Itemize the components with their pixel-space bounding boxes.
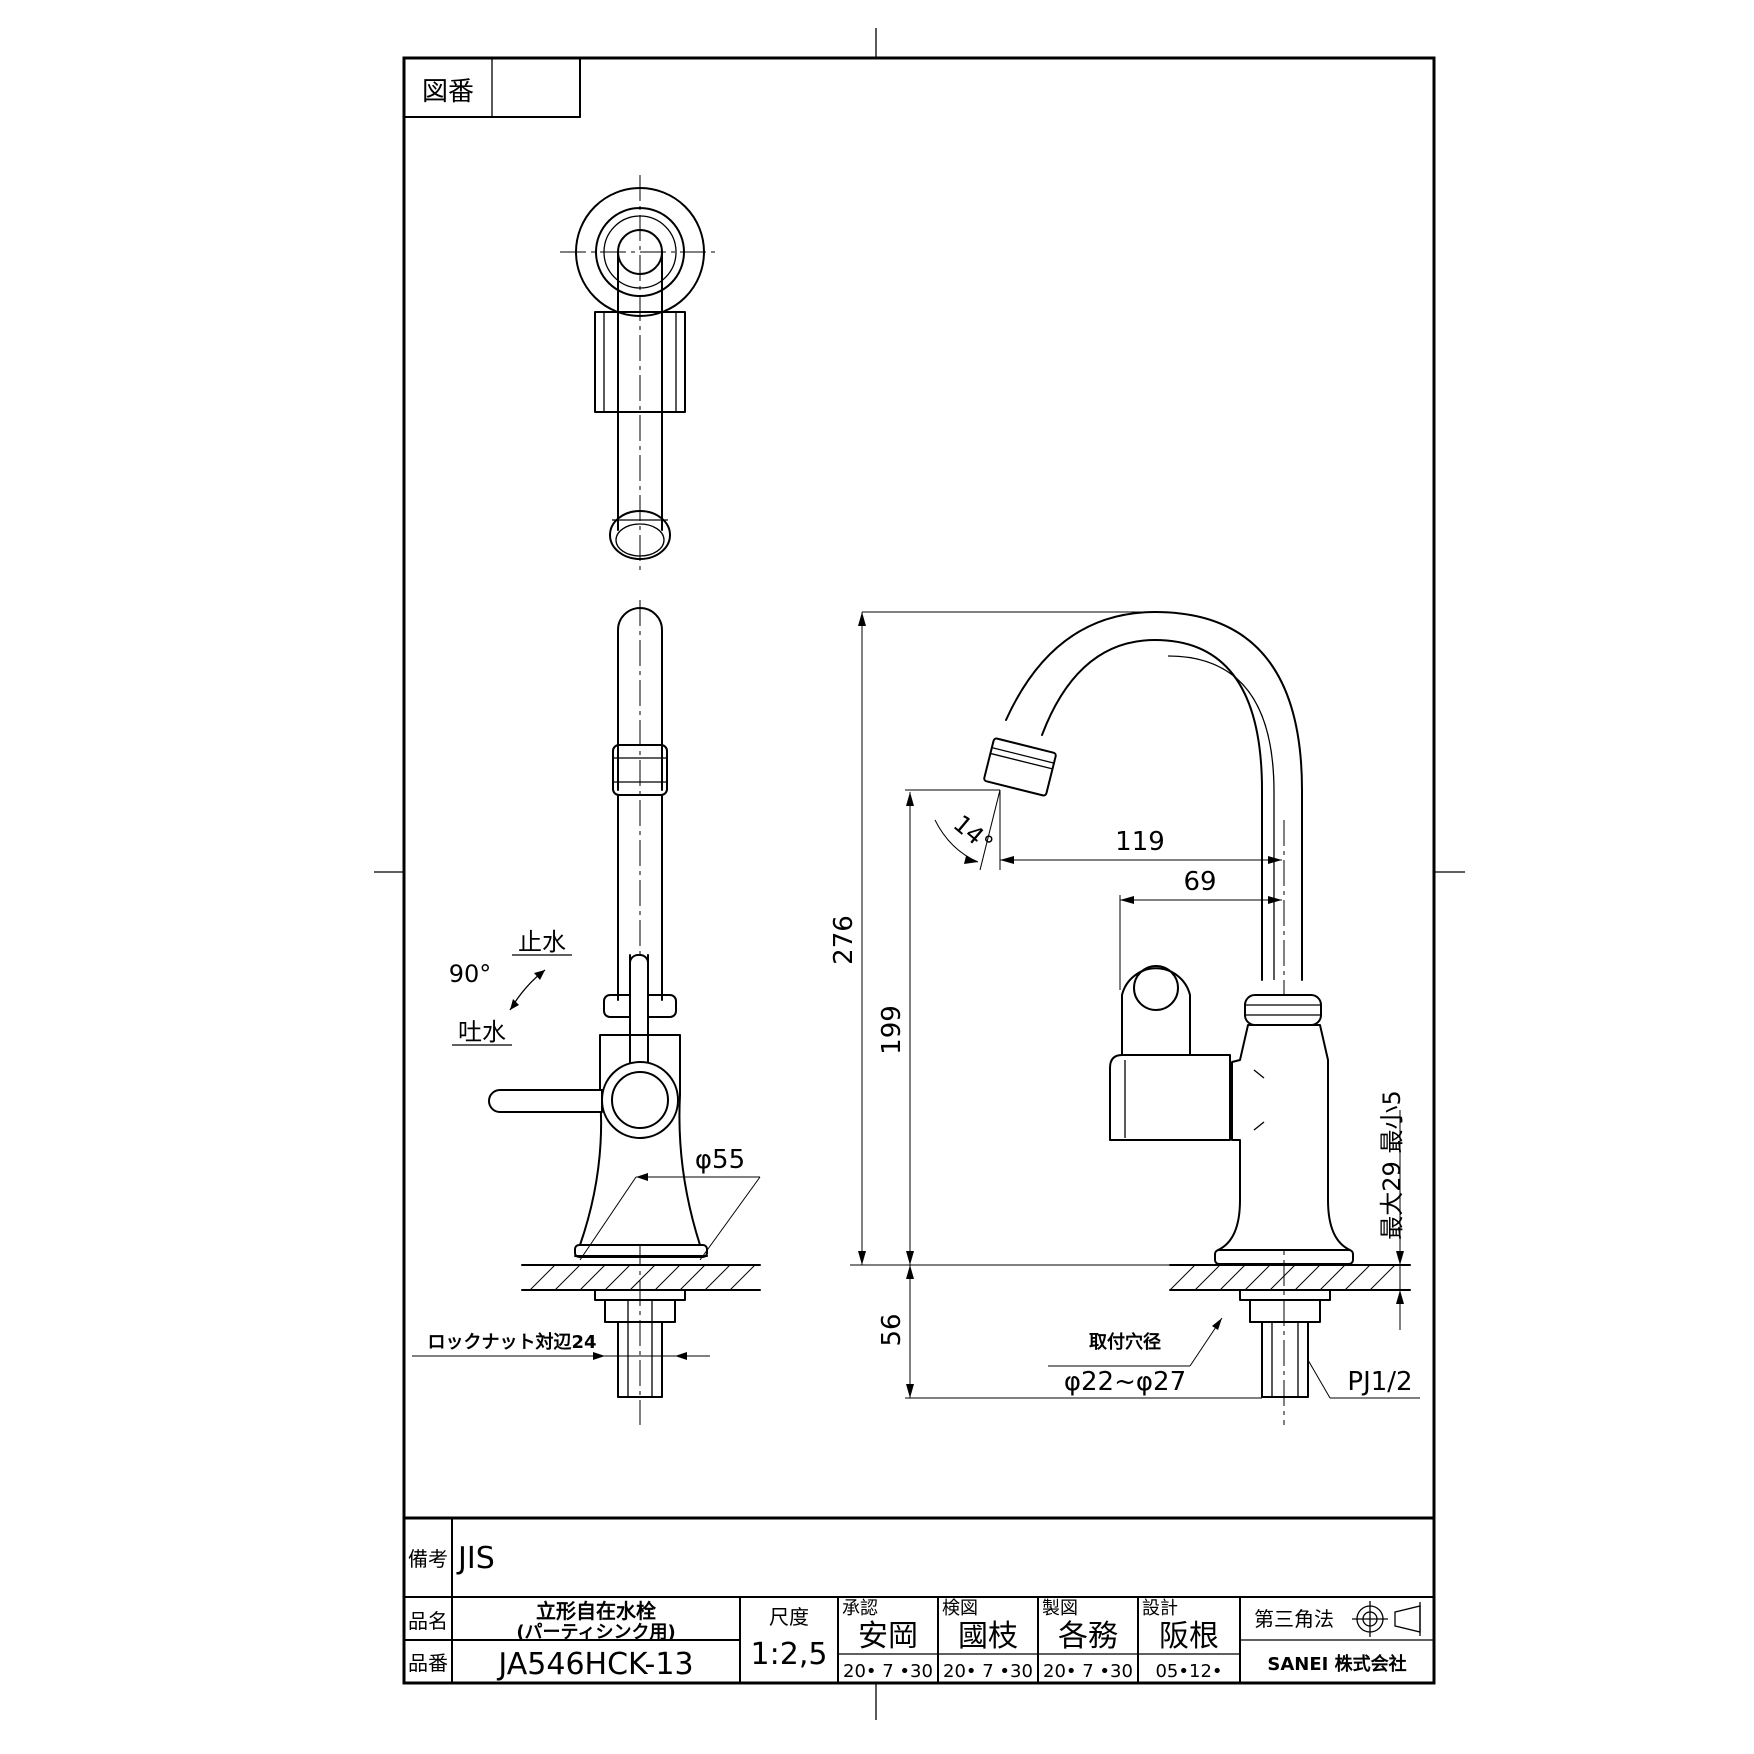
approval-date: 20• 7 •30 xyxy=(943,1661,1033,1682)
third-angle-projection-icon xyxy=(1352,1601,1421,1637)
front-view xyxy=(412,600,761,1425)
drawing-frame xyxy=(402,56,1436,1685)
approval-role: 設計 xyxy=(1142,1598,1178,1619)
approval-date: 05•12• xyxy=(1155,1661,1222,1682)
dim-mount-hole: φ22~φ27 xyxy=(1064,1367,1186,1397)
dim-locknut: ロックナット対辺24 xyxy=(427,1331,596,1353)
top-view xyxy=(560,175,720,570)
title-block xyxy=(403,1516,1435,1684)
dim-spout-height: 199 xyxy=(877,1005,907,1055)
approval-name: 國枝 xyxy=(958,1619,1018,1654)
dim-reach: 119 xyxy=(1115,827,1165,857)
approval-date: 20• 7 •30 xyxy=(843,1661,933,1682)
remarks-label: 備考 xyxy=(408,1547,448,1571)
approval-name: 阪根 xyxy=(1159,1619,1219,1654)
dim-spout-angle: 14° xyxy=(948,809,999,858)
product-number-value: JA546HCK-13 xyxy=(496,1647,693,1682)
approval-name: 各務 xyxy=(1058,1619,1118,1654)
scale-value: 1:2,5 xyxy=(751,1637,828,1672)
drawing-number-label: 図番 xyxy=(422,77,474,107)
lever-open-label: 吐水 xyxy=(458,1018,506,1046)
dim-thread: PJ1/2 xyxy=(1347,1367,1412,1397)
product-name-line2: (パーティシンク用) xyxy=(516,1622,675,1643)
dim-deck-thickness: 最大29 最小5 xyxy=(1378,1090,1406,1239)
approval-name: 安岡 xyxy=(858,1619,918,1654)
dim-below-deck: 56 xyxy=(877,1313,907,1346)
product-name-label: 品名 xyxy=(408,1609,448,1633)
dim-total-height: 276 xyxy=(829,915,859,965)
lever-angle-label: 90° xyxy=(449,960,492,988)
product-number-label: 品番 xyxy=(408,1651,448,1675)
approval-date: 20• 7 •30 xyxy=(1043,1661,1133,1682)
approval-role: 製図 xyxy=(1042,1598,1078,1619)
approval-role: 承認 xyxy=(842,1598,878,1619)
scale-label: 尺度 xyxy=(769,1605,809,1629)
drawing-number-box: 図番 xyxy=(403,57,581,118)
projection-label: 第三角法 xyxy=(1254,1607,1334,1631)
product-name-line1: 立形自在水栓 xyxy=(536,1599,656,1623)
lever-stop-label: 止水 xyxy=(518,928,566,956)
remarks-value: JIS xyxy=(456,1541,495,1576)
dim-base-diameter: φ55 xyxy=(695,1145,745,1175)
side-view xyxy=(850,611,1420,1425)
dim-mount-hole-label: 取付穴径 xyxy=(1089,1331,1161,1353)
dim-lever-reach: 69 xyxy=(1183,867,1216,897)
company-name: SANEI 株式会社 xyxy=(1267,1653,1406,1675)
approval-stamps: 承認 安岡 20• 7 •30 検図 國枝 20• 7 •30 製図 各務 20… xyxy=(842,1598,1223,1682)
approval-role: 検図 xyxy=(942,1598,978,1619)
